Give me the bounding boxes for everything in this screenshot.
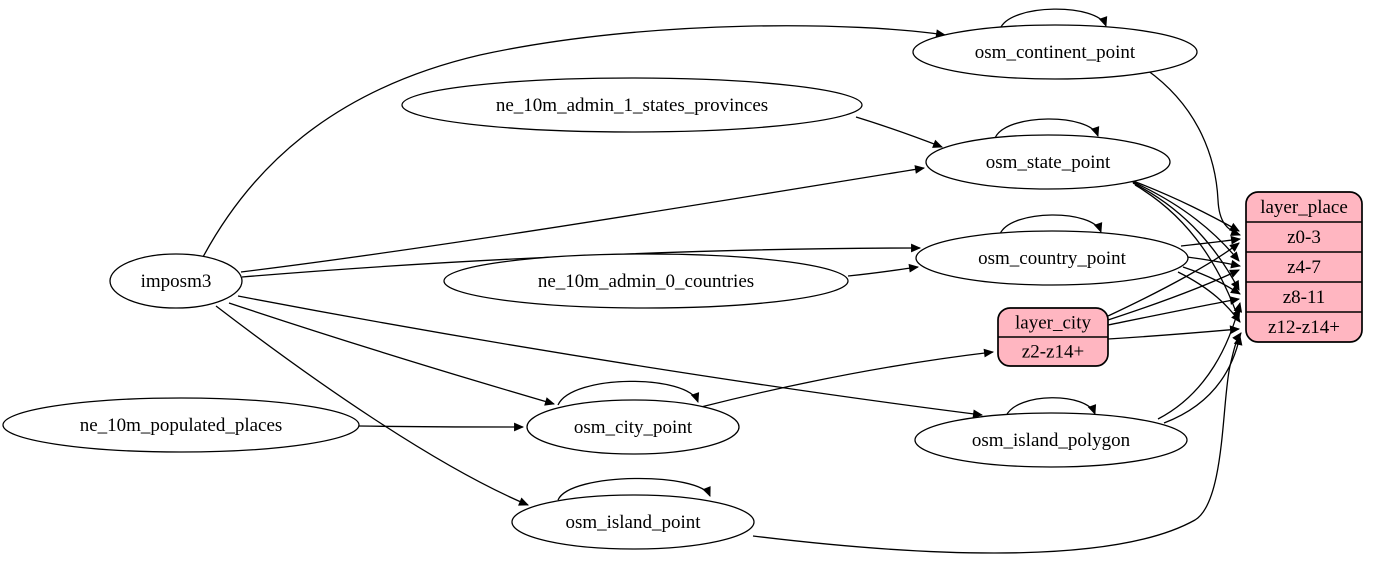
edge-osm_state_point-layer_place-z0-3: [1127, 178, 1240, 232]
osm_city_point-label: osm_city_point: [574, 417, 693, 438]
edge-osm_island_polygon-layer_place-z8-11: [1157, 301, 1243, 420]
node-osm_island_polygon: osm_island_polygon: [914, 412, 1188, 468]
edge-ne_10m_admin_1_states_provinces-osm_state_point: [855, 116, 943, 148]
layer_place-row-z0-3: z0-3: [1287, 227, 1321, 248]
edge-imposm3-osm_state_point: [240, 165, 926, 273]
node-layer_city: layer_city z2-z14+: [997, 307, 1109, 367]
ne_10m_admin_1_states_provinces-label: ne_10m_admin_1_states_provinces: [496, 95, 768, 116]
edge-osm_country_point-layer_place-z4-7: [1186, 256, 1242, 269]
edge-osm_island_polygon-layer_place-z12-z14+: [1163, 334, 1243, 424]
node-osm_country_point: osm_country_point: [915, 230, 1189, 286]
edge-layer_city-layer_place-z12-z14+: [1107, 325, 1241, 340]
node-osm_state_point: osm_state_point: [925, 134, 1171, 190]
ne_10m_populated_places-label: ne_10m_populated_places: [80, 415, 283, 436]
ne_10m_admin_0_countries-label: ne_10m_admin_0_countries: [538, 271, 754, 292]
edge-ne_10m_admin_0_countries-osm_country_point: [847, 263, 920, 277]
edge-osm_country_point-layer_place-z12-z14+: [1177, 271, 1241, 323]
osm_island_point-label: osm_island_point: [565, 512, 701, 533]
edge-osm_country_point-layer_place-z0-3: [1180, 235, 1242, 247]
edge-osm_city_point-layer_city-z2-z14+: [700, 348, 995, 408]
edge-osm_continent_point-layer_place-z0-3: [1146, 69, 1241, 236]
edge-imposm3-osm_continent_point: [202, 25, 947, 258]
edge-layer_city-layer_place-z8-11: [1107, 296, 1241, 326]
node-ne_10m_populated_places: ne_10m_populated_places: [2, 397, 360, 453]
edge-imposm3-osm_island_point: [215, 305, 529, 506]
node-osm_continent_point: osm_continent_point: [912, 24, 1198, 80]
edge-osm_country_point-osm_country_point: [999, 214, 1103, 235]
layer_place-row-z12-z14+: z12-z14+: [1268, 317, 1340, 338]
edge-osm_continent_point-osm_continent_point: [999, 8, 1108, 30]
osm_island_polygon-label: osm_island_polygon: [972, 430, 1131, 451]
node-imposm3: imposm3: [109, 253, 243, 309]
node-layer_place: layer_place z0-3 z4-7 z8-11 z12-z14+: [1245, 191, 1363, 343]
edge-osm_island_point-osm_island_point: [557, 477, 711, 501]
layer_city-row-z2-z14+: z2-z14+: [1022, 342, 1084, 363]
node-osm_city_point: osm_city_point: [526, 399, 740, 455]
edge-osm_island_polygon-osm_island_polygon: [1005, 397, 1097, 417]
edge-layer_city-layer_place-z0-3: [1107, 242, 1240, 317]
osm_country_point-label: osm_country_point: [978, 248, 1126, 269]
layer_place-row-z8-11: z8-11: [1283, 287, 1326, 308]
osm_continent_point-label: osm_continent_point: [975, 42, 1136, 63]
node-ne_10m_admin_1_states_provinces: ne_10m_admin_1_states_provinces: [401, 77, 863, 133]
edge-layer_city-layer_place-z4-7: [1107, 269, 1240, 321]
node-ne_10m_admin_0_countries: ne_10m_admin_0_countries: [443, 253, 849, 309]
edge-osm_city_point-osm_city_point: [557, 380, 700, 406]
osm_state_point-label: osm_state_point: [986, 152, 1111, 173]
layer_place-row-header: layer_place: [1260, 197, 1348, 218]
layer_place-row-z4-7: z4-7: [1287, 257, 1321, 278]
layer_city-row-header: layer_city: [1015, 313, 1091, 334]
edge-ne_10m_populated_places-osm_city_point: [358, 422, 525, 432]
edge-imposm3-osm_island_polygon: [237, 295, 984, 419]
edge-osm_island_point-layer_place-z12-z14+: [752, 332, 1242, 554]
edge-imposm3-osm_city_point: [228, 302, 555, 406]
imposm3-label: imposm3: [141, 271, 212, 292]
edge-osm_state_point-osm_state_point: [994, 118, 1100, 139]
node-osm_island_point: osm_island_point: [511, 494, 755, 550]
